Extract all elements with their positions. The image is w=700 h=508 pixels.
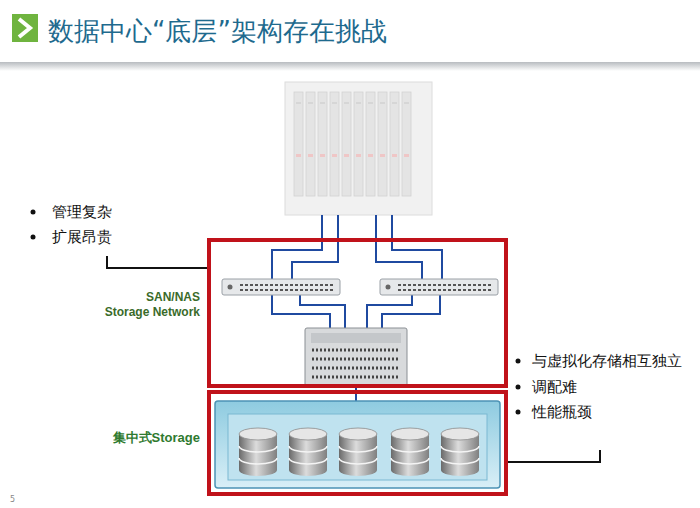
blade-server (366, 92, 375, 196)
title-chevron (19, 19, 30, 37)
cable (300, 295, 345, 328)
bullet (516, 410, 521, 415)
switch-ports (240, 284, 334, 286)
page-number: 5 (10, 494, 15, 506)
blade-server (342, 92, 351, 196)
region-box: SAN/NAS Storage Network (207, 238, 508, 388)
disk-cylinder (289, 428, 327, 476)
director-ports (312, 358, 400, 361)
bullet-note: 管理复杂 (52, 202, 112, 222)
director-switch (305, 328, 407, 386)
storage-tray (215, 401, 500, 488)
switch-led (228, 285, 233, 290)
cable (367, 295, 412, 328)
title-icon (12, 14, 38, 42)
director-header (311, 333, 401, 343)
leader-line (107, 256, 207, 268)
blade-server (354, 92, 363, 196)
director-ports (312, 349, 400, 352)
region-box: 集中式Storage (207, 390, 508, 496)
blade-server (378, 92, 387, 196)
blade-server (330, 92, 339, 196)
region-heading: 集中式Storage (113, 430, 200, 446)
disk-cylinder (391, 428, 429, 476)
blade-server (390, 92, 399, 196)
cable (376, 215, 422, 279)
bullet (516, 359, 521, 364)
blade-server (294, 92, 303, 196)
bullet (516, 385, 521, 390)
fc-switch (222, 279, 340, 295)
cable (272, 215, 322, 279)
slide-title: 数据中心“底层”架构存在挑战 (48, 14, 387, 48)
disk-cylinder (339, 428, 377, 476)
bullet-note: 调配难 (532, 377, 577, 397)
bullet (31, 210, 36, 215)
header-band (0, 62, 700, 71)
cable (292, 215, 338, 279)
director-ports (312, 376, 400, 379)
bullet-note: 与虚拟化存储相互独立 (532, 351, 682, 371)
region-heading: SAN/NAS Storage Network (100, 290, 200, 320)
leader-line (508, 450, 600, 462)
blade-server (402, 92, 411, 196)
bullet-note: 扩展昂贵 (52, 227, 112, 247)
switch-ports (398, 284, 492, 286)
switch-led (386, 285, 391, 290)
cable (392, 215, 442, 279)
bullet (31, 235, 36, 240)
server-rack (285, 82, 432, 215)
switch-ports (398, 289, 492, 291)
disk-cylinder (239, 428, 277, 476)
director-ports (312, 367, 400, 370)
disk-cylinder (441, 428, 479, 476)
fc-switch (380, 279, 498, 295)
cables (272, 215, 442, 401)
blade-server (318, 92, 327, 196)
bullet-note: 性能瓶颈 (532, 402, 592, 422)
tray-inner (228, 414, 487, 480)
switch-ports (240, 289, 334, 291)
blade-server (306, 92, 315, 196)
